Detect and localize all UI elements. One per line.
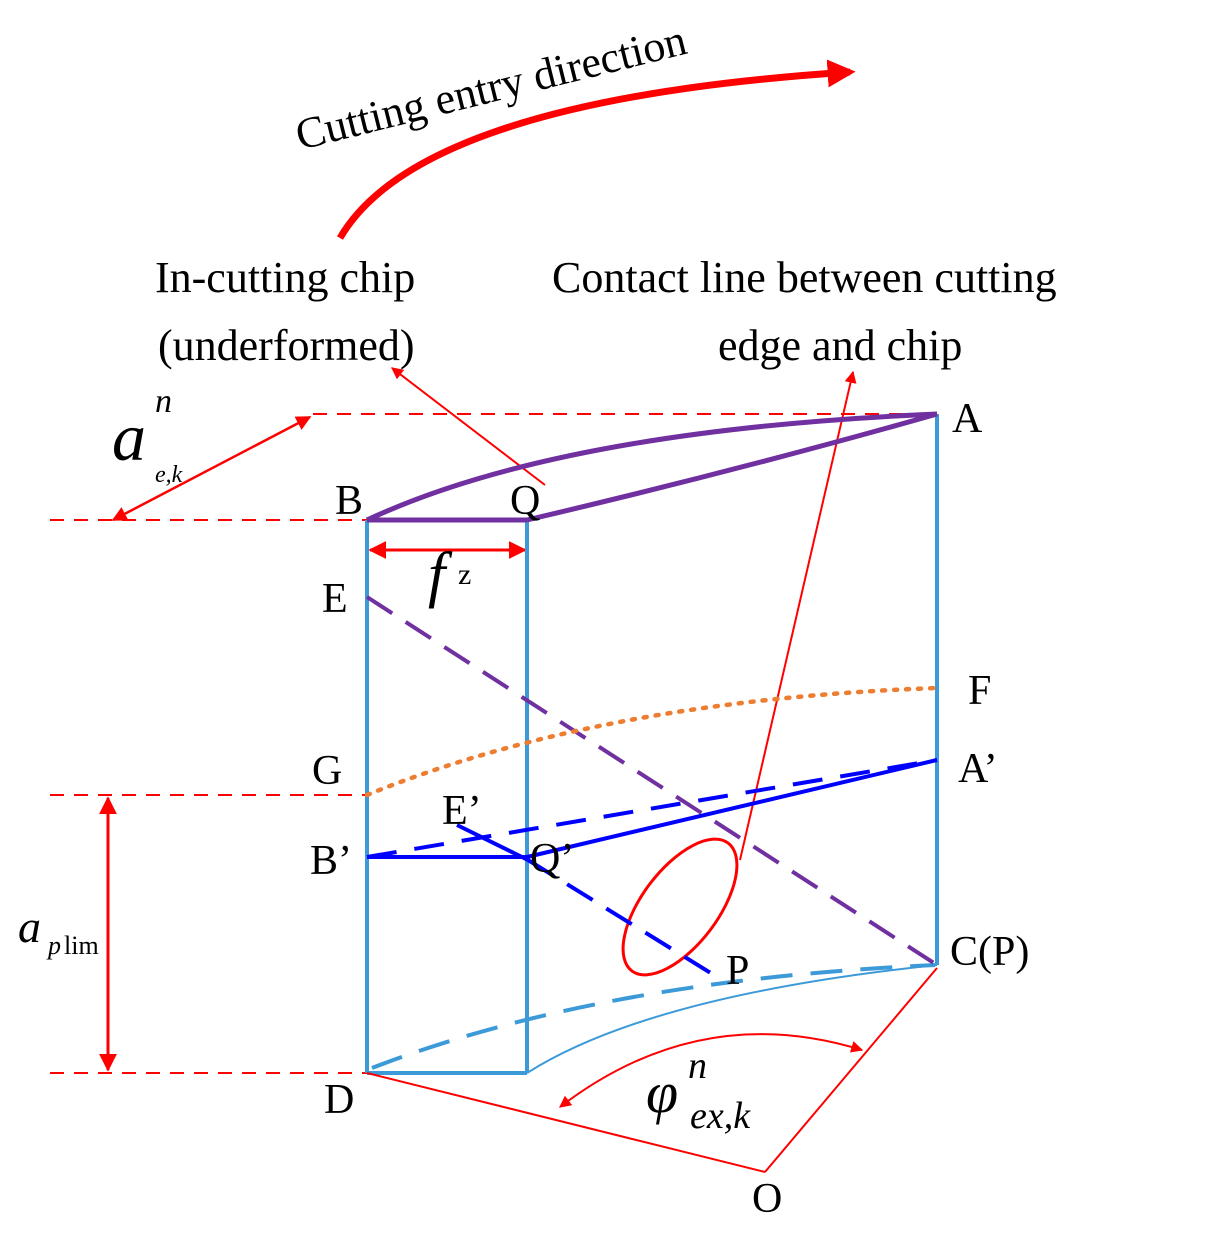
ae-dimension-arrow bbox=[111, 415, 312, 522]
phi-symbol-sub: ex,k bbox=[690, 1095, 751, 1137]
point-Q: Q bbox=[510, 478, 540, 524]
contact-label-line1: Contact line between cutting bbox=[552, 253, 1057, 302]
dashed-B-prime-A-prime bbox=[366, 758, 938, 859]
point-A: A bbox=[952, 396, 983, 442]
phi-symbol-sup: n bbox=[688, 1045, 707, 1087]
chip-label-line1: In-cutting chip bbox=[155, 253, 415, 302]
cutting-entry-direction-arrow bbox=[336, 59, 856, 240]
phi-angle-arc bbox=[559, 1033, 864, 1108]
edge-Q-prime-A-prime bbox=[526, 758, 938, 859]
chip-label-line2: (underformed) bbox=[158, 321, 415, 370]
point-Q-prime: Q’ bbox=[530, 836, 574, 882]
orange-dotted-curve-GF bbox=[364, 685, 940, 798]
ap-symbol-base: a bbox=[18, 901, 41, 952]
chip-lower-curve bbox=[526, 411, 938, 523]
point-B-prime: B’ bbox=[310, 838, 352, 884]
radius-C-O bbox=[764, 967, 938, 1173]
bottom-curve-dashed bbox=[371, 963, 936, 1070]
dashed-line-E-C bbox=[365, 595, 939, 967]
ae-symbol-base: a bbox=[112, 399, 146, 475]
point-E: E bbox=[322, 576, 348, 622]
point-A-prime: A’ bbox=[958, 746, 998, 792]
ae-symbol-sub: e,k bbox=[155, 462, 183, 488]
radius-D-O bbox=[366, 1072, 766, 1173]
point-F: F bbox=[968, 668, 991, 714]
point-B: B bbox=[335, 478, 363, 524]
contact-label-line2: edge and chip bbox=[718, 321, 962, 370]
contact-leader-arrow bbox=[739, 370, 857, 861]
dashed-E-prime-P bbox=[526, 858, 724, 982]
point-D: D bbox=[324, 1077, 354, 1123]
point-P: P bbox=[726, 948, 749, 994]
point-C-P: C(P) bbox=[950, 929, 1029, 975]
point-G: G bbox=[312, 748, 342, 794]
ap-symbol-sub2: lim bbox=[64, 931, 99, 960]
direction-label: Cutting entry direction bbox=[291, 15, 692, 160]
phi-symbol-base: φ bbox=[646, 1060, 678, 1125]
point-E-prime: E’ bbox=[442, 788, 482, 834]
line-E-prime-P bbox=[456, 823, 529, 862]
point-O: O bbox=[752, 1176, 782, 1222]
chip-upper-curve bbox=[365, 411, 938, 523]
ap-symbol-sub: p bbox=[46, 931, 61, 960]
fz-symbol-sub: z bbox=[458, 558, 471, 591]
contact-zone-ellipse bbox=[621, 837, 739, 977]
ae-symbol-sup: n bbox=[155, 383, 172, 420]
